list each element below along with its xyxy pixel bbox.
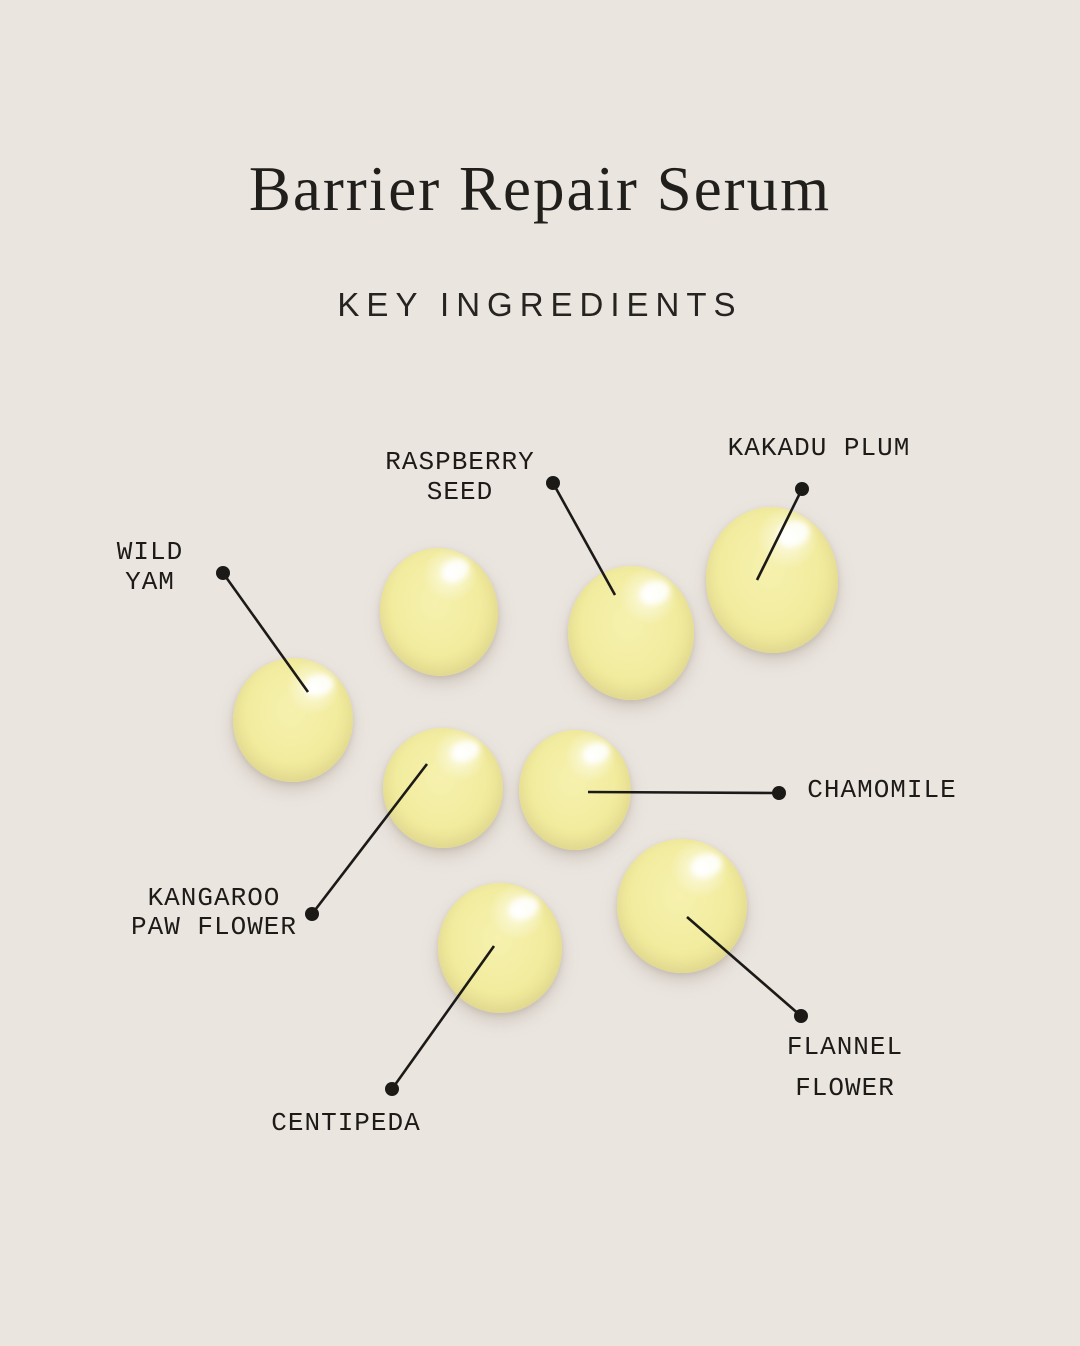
leader-dot-kakadu-plum xyxy=(795,482,809,496)
droplet-kangaroo-paw-flower xyxy=(383,728,503,848)
ingredient-label-kakadu-plum: KAKADU PLUM xyxy=(728,433,911,463)
ingredient-label-line: FLANNEL xyxy=(786,1032,904,1062)
droplet-wild-yam xyxy=(226,652,360,788)
droplet-chamomile xyxy=(519,730,631,850)
leader-dot-centipeda xyxy=(385,1082,399,1096)
page-title: Barrier Repair Serum xyxy=(248,154,832,224)
leader-dot-chamomile xyxy=(772,786,786,800)
droplet-raspberry-seed xyxy=(568,566,694,700)
ingredient-label-line: CHAMOMILE xyxy=(807,775,957,805)
droplet-unlabeled xyxy=(371,540,507,684)
ingredient-label-flannel-flower: FLANNEL FLOWER xyxy=(787,1027,903,1109)
ingredient-label-line: KANGAROO xyxy=(147,883,281,913)
ingredient-label-line: SEED xyxy=(426,477,494,507)
droplet-kakadu-plum xyxy=(701,502,843,658)
droplet-centipeda xyxy=(438,883,562,1013)
ingredient-label-line: FLOWER xyxy=(795,1073,895,1103)
leader-dot-flannel-flower xyxy=(794,1009,808,1023)
ingredient-label-line: YAM xyxy=(125,567,175,597)
ingredient-label-line: RASPBERRY xyxy=(385,447,535,477)
ingredient-label-line: PAW FLOWER xyxy=(130,912,298,942)
ingredient-label-centipeda: CENTIPEDA xyxy=(271,1108,420,1138)
leader-dot-wild-yam xyxy=(216,566,230,580)
ingredient-label-line: KAKADU PLUM xyxy=(727,433,911,463)
leader-dot-raspberry-seed xyxy=(546,476,560,490)
ingredient-label-line: WILD xyxy=(116,537,184,567)
page-subtitle: KEY INGREDIENTS xyxy=(337,286,743,323)
ingredient-label-line: CENTIPEDA xyxy=(271,1108,421,1138)
droplet-flannel-flower xyxy=(617,839,747,973)
leader-dot-kangaroo-paw-flower xyxy=(305,907,319,921)
ingredient-label-chamomile: CHAMOMILE xyxy=(807,775,956,805)
